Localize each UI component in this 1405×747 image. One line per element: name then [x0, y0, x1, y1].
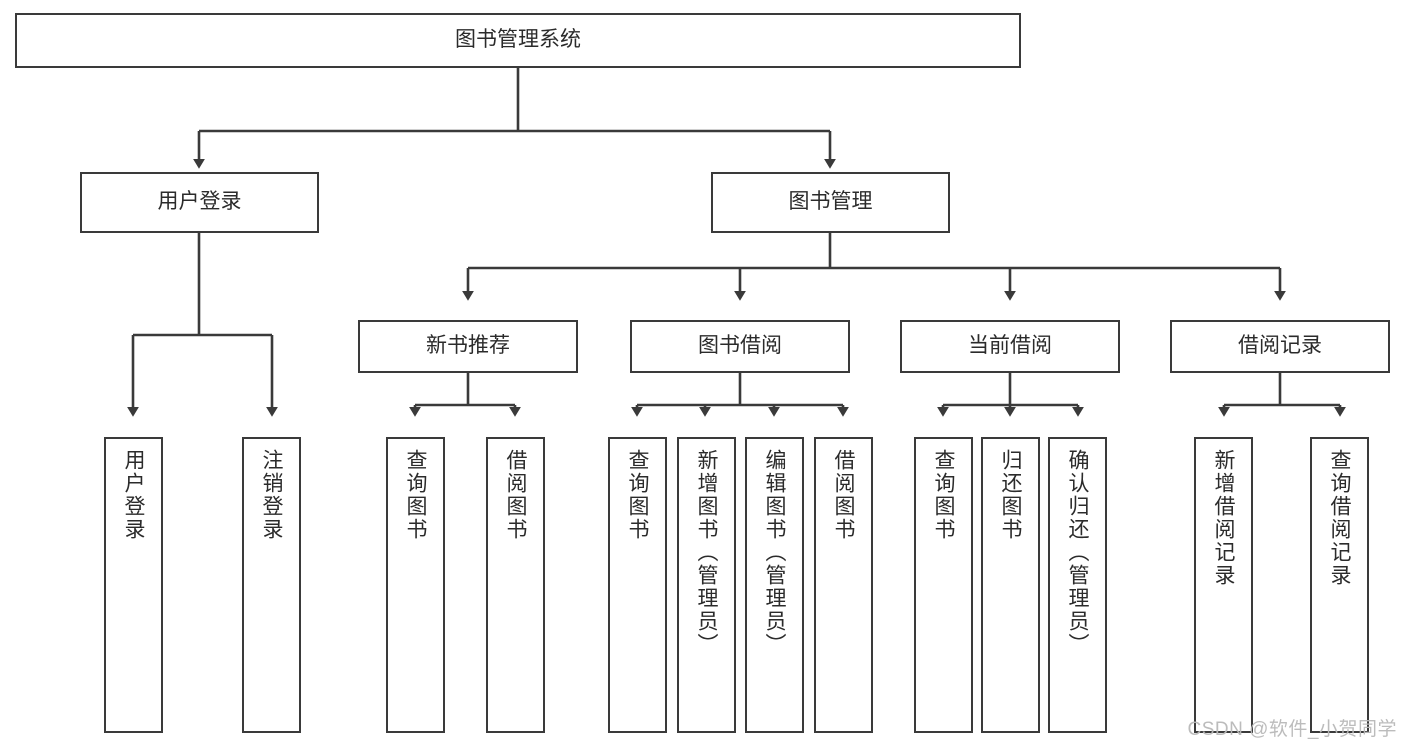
node-new-book-recommend[interactable]: 新书推荐	[358, 320, 578, 373]
node-label: 新书推荐	[426, 334, 510, 358]
node-label: 查询图书	[932, 449, 956, 541]
node-leaf-query-borrow-record[interactable]: 查询借阅记录	[1310, 437, 1369, 733]
node-leaf-user-login[interactable]: 用户登录	[104, 437, 163, 733]
node-label: 用户登录	[157, 190, 242, 214]
node-label: 图书管理	[788, 190, 873, 214]
node-label: 借阅图书	[504, 449, 528, 541]
node-leaf-edit-book-admin[interactable]: 编辑图书（管理员）	[745, 437, 804, 733]
node-label: 用户登录	[122, 449, 146, 541]
node-book-management[interactable]: 图书管理	[711, 172, 950, 233]
node-leaf-borrow-book[interactable]: 借阅图书	[814, 437, 873, 733]
node-label: 借阅图书	[832, 449, 856, 541]
node-label: 新增图书（管理员）	[695, 449, 719, 656]
node-label: 确认归还（管理员）	[1066, 449, 1090, 656]
node-label: 当前借阅	[968, 334, 1052, 358]
node-label: 查询图书	[626, 449, 650, 541]
node-label: 编辑图书（管理员）	[763, 449, 787, 656]
node-label: 新增借阅记录	[1212, 449, 1236, 587]
node-leaf-add-borrow-record[interactable]: 新增借阅记录	[1194, 437, 1253, 733]
node-label: 查询借阅记录	[1328, 449, 1352, 587]
node-leaf-query-book-borrow[interactable]: 查询图书	[608, 437, 667, 733]
node-current-borrow[interactable]: 当前借阅	[900, 320, 1120, 373]
node-user-login[interactable]: 用户登录	[80, 172, 319, 233]
node-leaf-query-book-recommend[interactable]: 查询图书	[386, 437, 445, 733]
node-label: 借阅记录	[1238, 334, 1322, 358]
node-label: 查询图书	[404, 449, 428, 541]
node-label: 图书管理系统	[455, 28, 581, 52]
node-label: 归还图书	[999, 449, 1023, 541]
node-label: 图书借阅	[698, 334, 782, 358]
node-leaf-return-book[interactable]: 归还图书	[981, 437, 1040, 733]
node-label: 注销登录	[260, 449, 284, 541]
node-leaf-confirm-return-admin[interactable]: 确认归还（管理员）	[1048, 437, 1107, 733]
node-leaf-add-book-admin[interactable]: 新增图书（管理员）	[677, 437, 736, 733]
node-borrow-record[interactable]: 借阅记录	[1170, 320, 1390, 373]
node-book-borrow[interactable]: 图书借阅	[630, 320, 850, 373]
node-root-system[interactable]: 图书管理系统	[15, 13, 1021, 68]
node-leaf-logout[interactable]: 注销登录	[242, 437, 301, 733]
watermark: CSDN @软件_小贺同学	[1187, 719, 1397, 740]
node-leaf-query-book-current[interactable]: 查询图书	[914, 437, 973, 733]
node-leaf-borrow-book-recommend[interactable]: 借阅图书	[486, 437, 545, 733]
